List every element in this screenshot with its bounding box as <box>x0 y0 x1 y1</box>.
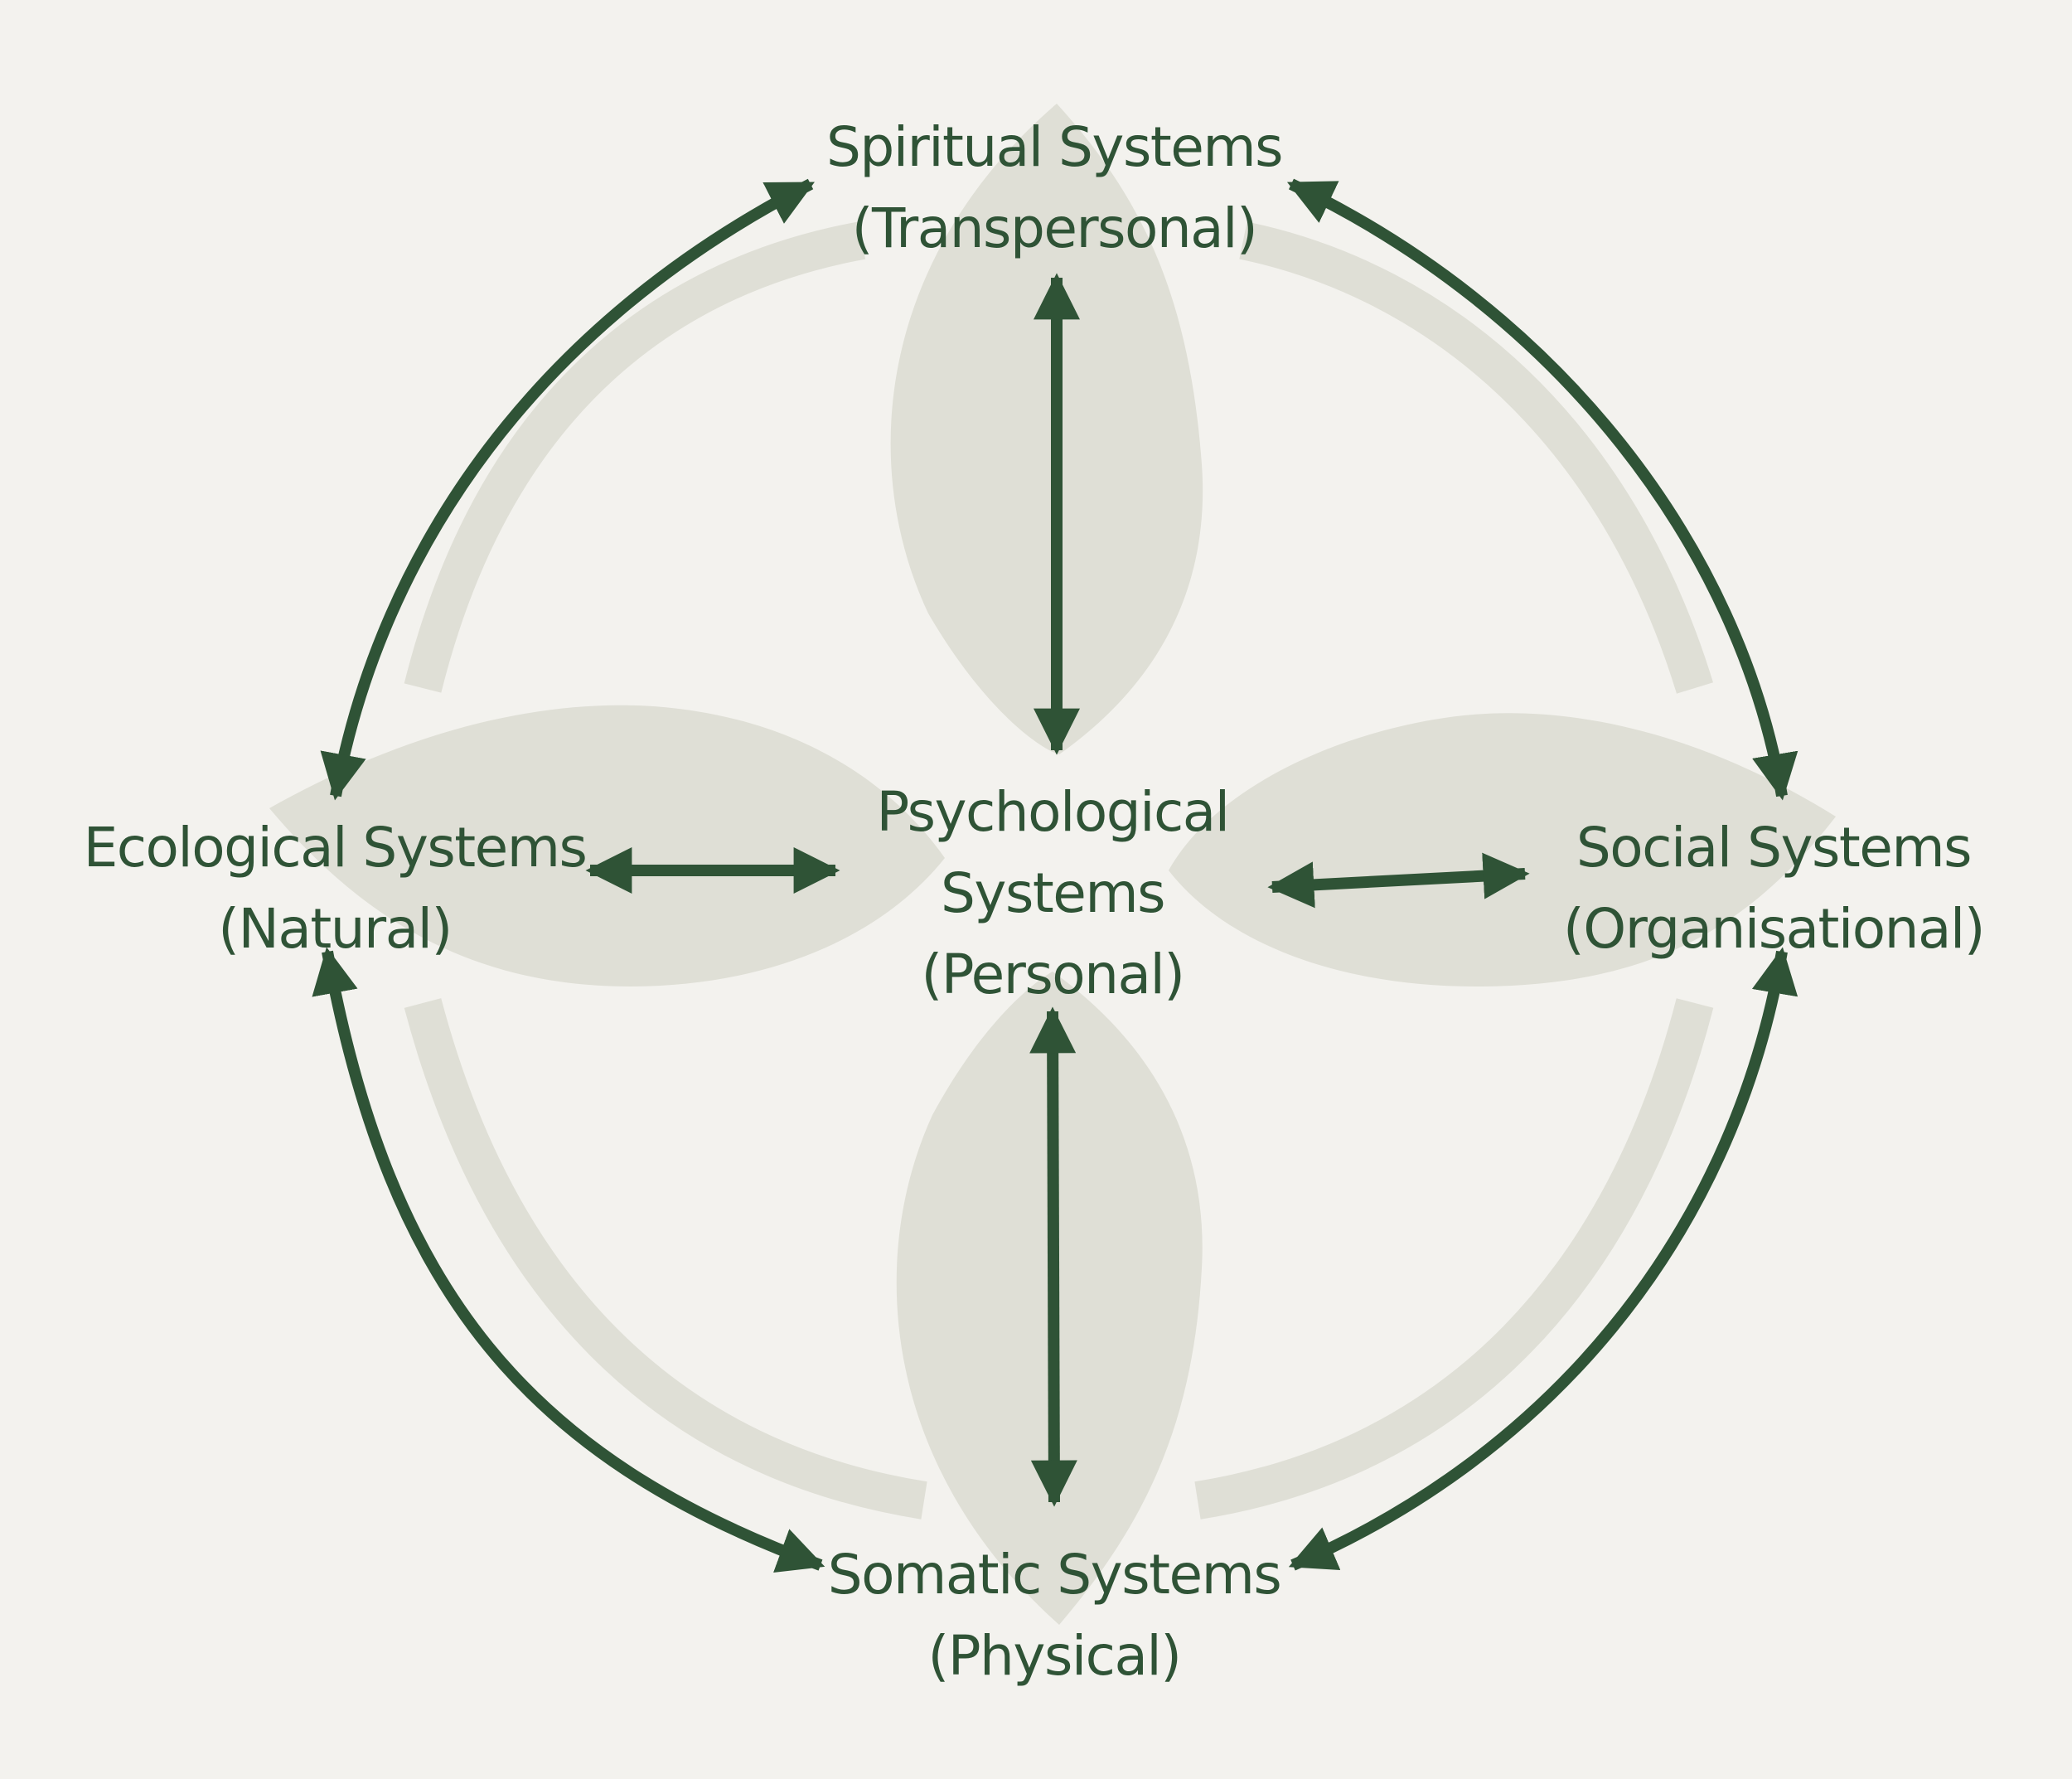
node-psychological: Psychological Systems (Personal) <box>876 780 1230 1006</box>
arrow-center-somatic <box>1029 1006 1077 1507</box>
ecological-title: Ecological Systems <box>84 816 587 880</box>
arrow-social-somatic <box>1288 947 1798 1571</box>
psychological-subtitle: (Personal) <box>921 943 1184 1006</box>
inner-arrows <box>585 273 1530 1507</box>
swirl-arc-bottom-left <box>404 998 927 1520</box>
node-somatic: Somatic Systems (Physical) <box>828 1543 1282 1688</box>
somatic-title: Somatic Systems <box>828 1543 1281 1607</box>
node-social: Social Systems (Organisational) <box>1563 816 1985 961</box>
outer-arrows <box>312 178 1798 1573</box>
ecological-subtitle: (Natural) <box>218 897 451 961</box>
psychological-title-line2: Systems <box>941 861 1164 925</box>
arrow-ecological-somatic <box>312 947 825 1573</box>
arrow-center-social <box>1267 852 1530 909</box>
node-ecological: Ecological Systems (Natural) <box>84 816 588 961</box>
somatic-subtitle: (Physical) <box>928 1624 1181 1688</box>
swirl-arc-top-right <box>1239 221 1713 694</box>
spiritual-title: Spiritual Systems <box>826 115 1282 179</box>
social-subtitle: (Organisational) <box>1563 897 1984 961</box>
swirl-arc-bottom-right <box>1194 998 1714 1520</box>
spiritual-subtitle: (Transpersonal) <box>852 196 1256 260</box>
psychological-title: Psychological <box>876 780 1228 844</box>
arrow-spiritual-ecological <box>320 178 815 801</box>
social-title: Social Systems <box>1576 816 1971 880</box>
swirl-arc-top-left <box>404 221 866 693</box>
arrow-spiritual-social <box>1286 178 1798 801</box>
node-spiritual: Spiritual Systems (Transpersonal) <box>826 115 1284 260</box>
